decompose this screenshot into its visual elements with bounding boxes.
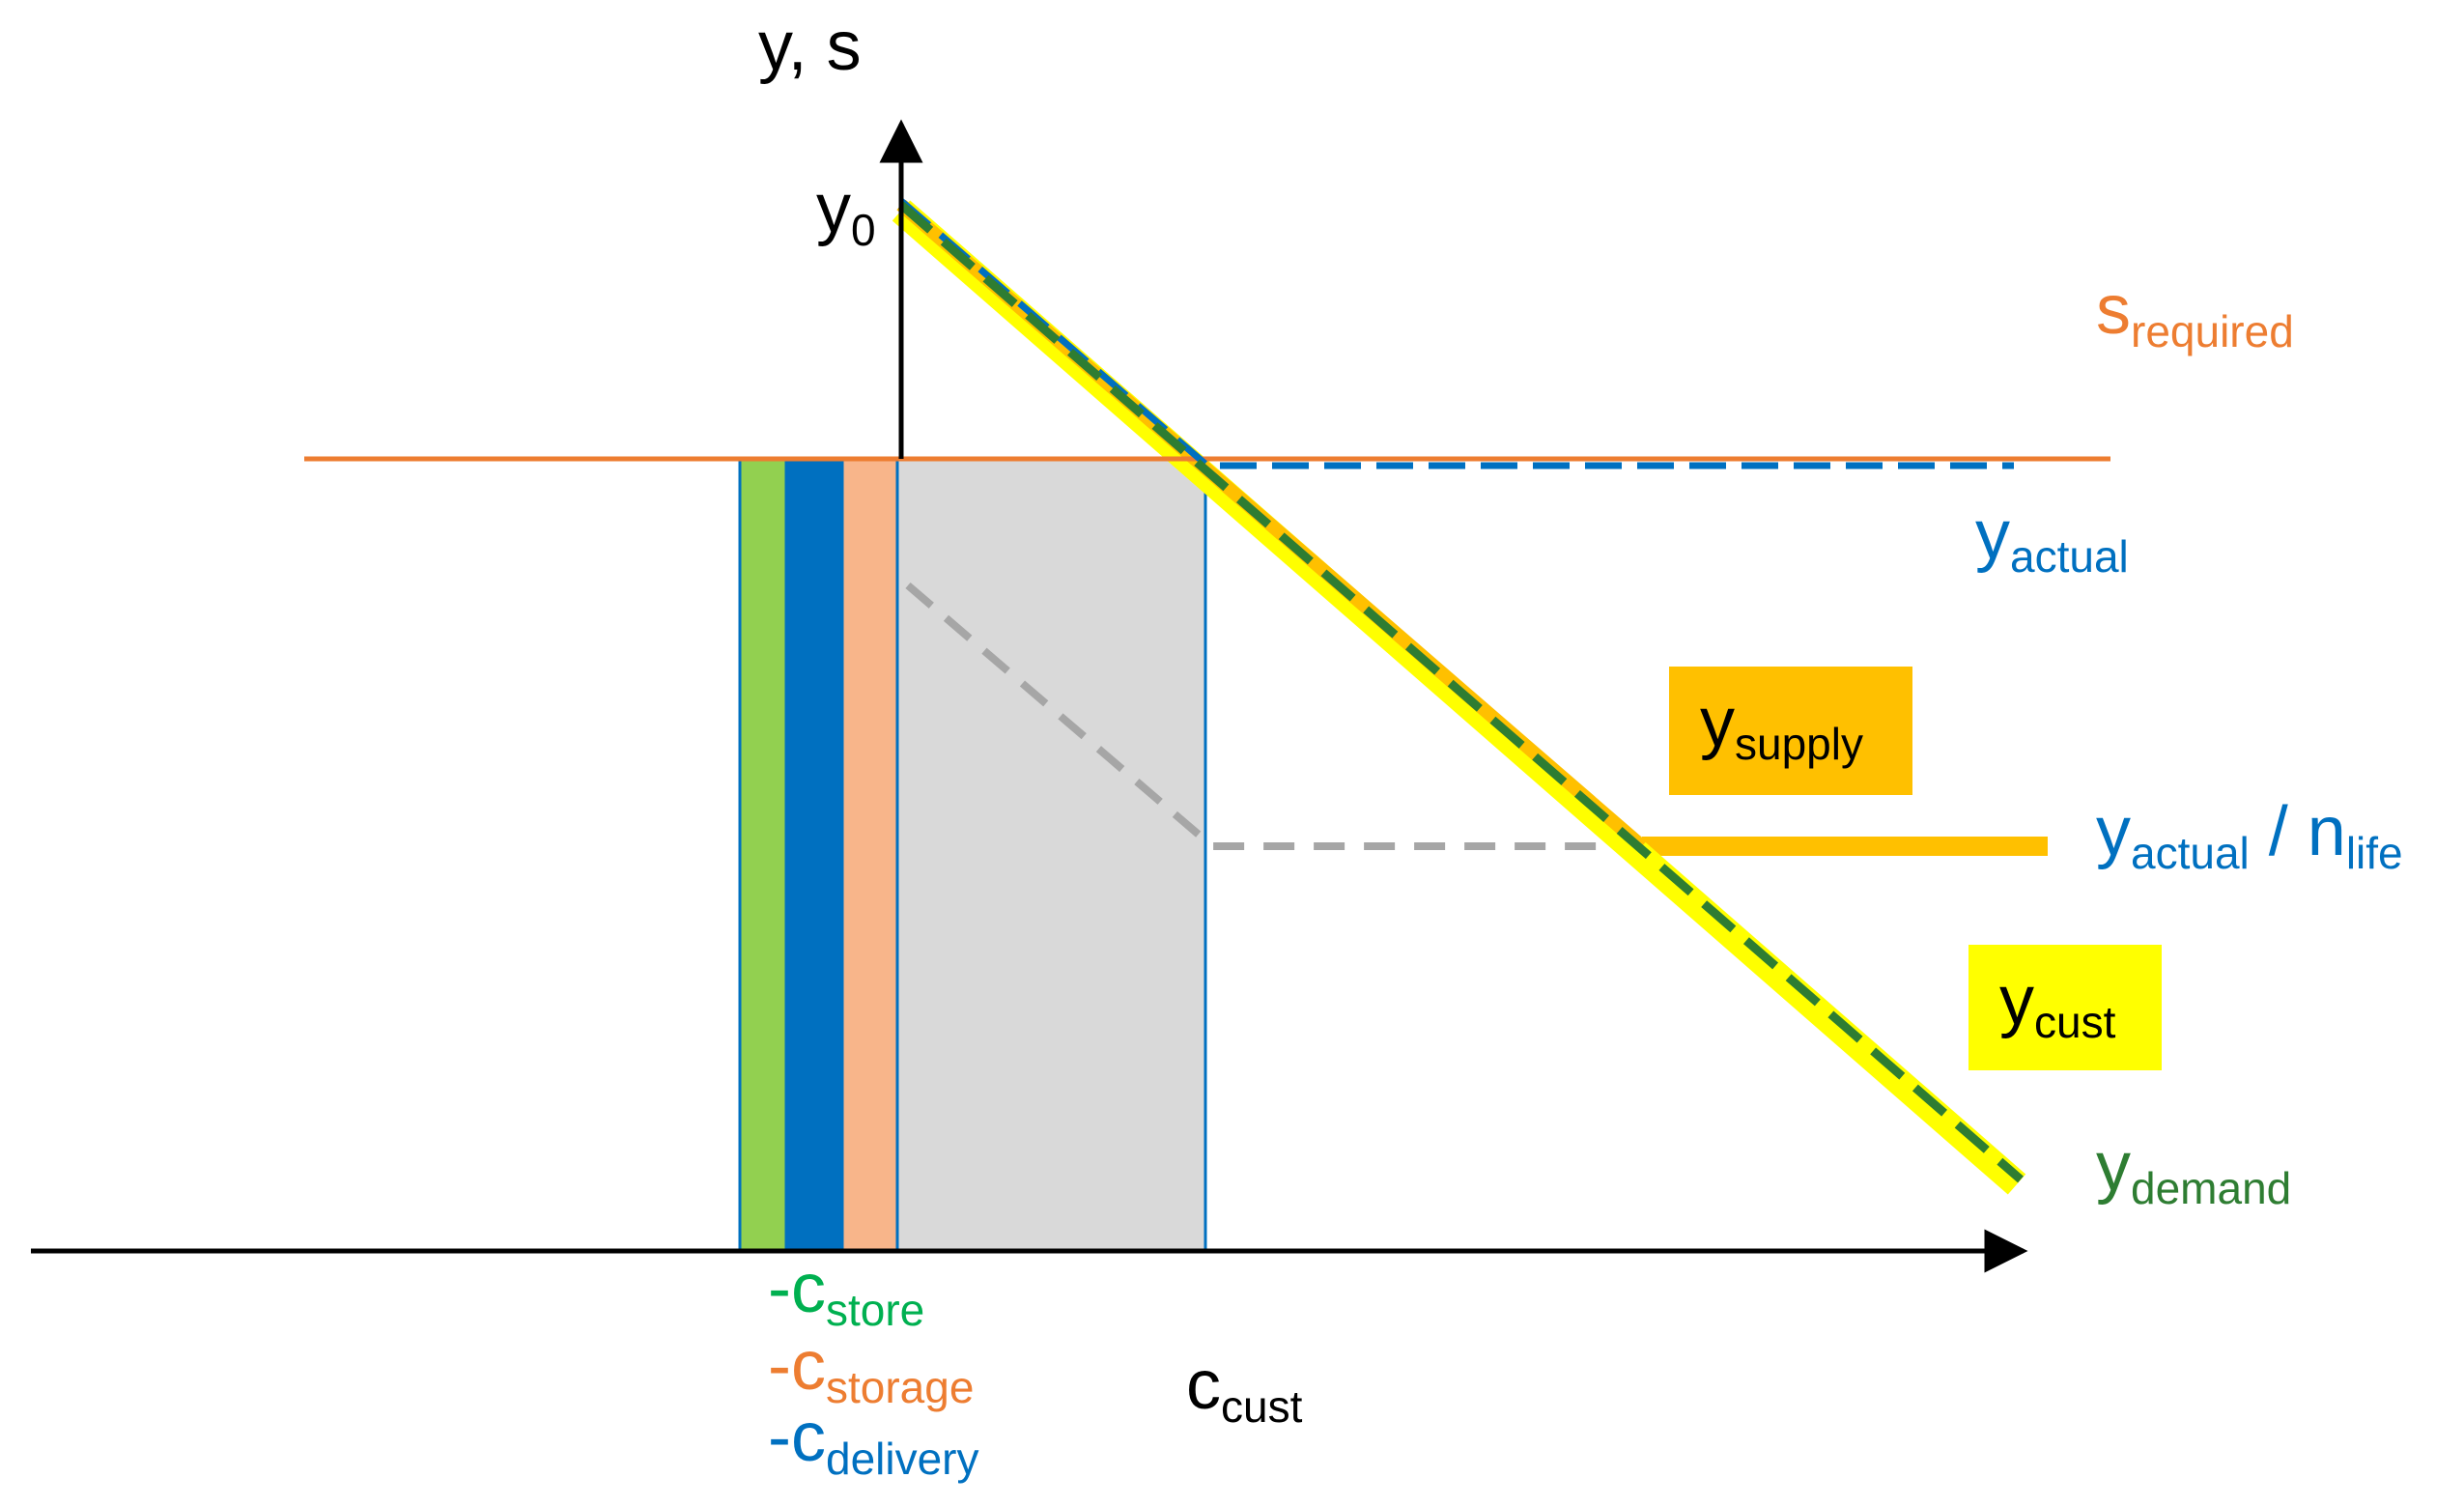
c-storage-label: -cstorage [768, 1327, 974, 1412]
bar-c-store [738, 457, 788, 1253]
bar-c-delivery [784, 457, 844, 1253]
c-store-label: -cstore [768, 1250, 924, 1335]
y-cust-label: ycust [1999, 962, 2116, 1047]
bar-c-cust [895, 457, 1207, 1253]
c-delivery-label: -cdelivery [768, 1399, 979, 1484]
y-actual-label: yactual [1975, 497, 2129, 582]
y-actual-over-nlife-label: yactual / nlife [2096, 793, 2403, 878]
y-axis-label: y, s [758, 8, 862, 85]
y0-label: y0 [816, 170, 876, 255]
y-demand-line [898, 201, 2024, 1183]
y-cust-label-box [1968, 945, 2162, 1070]
bar-c-storage [840, 457, 899, 1253]
c-cust-label: ccust [1186, 1347, 1303, 1432]
y-supply-label-box [1669, 667, 1912, 795]
y-demand-label: ydemand [2096, 1128, 2291, 1213]
y-actual-line [898, 198, 2014, 469]
y-supply-label: ysupply [1700, 684, 1863, 769]
s-required-label: srequired [2096, 271, 2294, 356]
